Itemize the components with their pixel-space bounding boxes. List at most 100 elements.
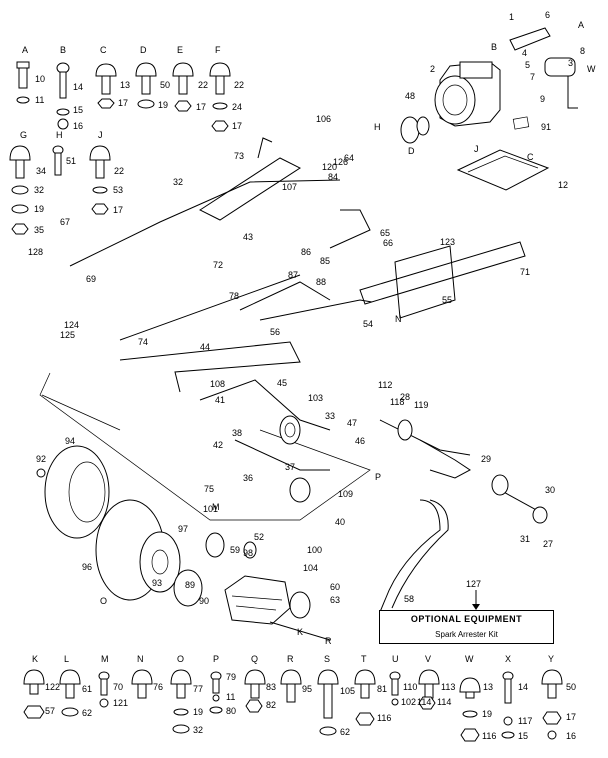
hex-nut-icon: [23, 705, 45, 719]
washer-icon: [501, 731, 515, 739]
hw-letter-L: L: [64, 654, 69, 664]
control-rod-icon: [69, 179, 341, 267]
washer-icon: [11, 185, 29, 195]
control-rod-icon: [239, 281, 331, 311]
callout: 126: [333, 157, 348, 167]
clutch-link-icon: [379, 419, 471, 456]
hw-part: 83: [266, 682, 276, 692]
callout: 109: [338, 489, 353, 499]
callout: 58: [404, 594, 414, 604]
washer-icon: [173, 708, 189, 716]
callout: N: [395, 314, 402, 324]
callout: R: [325, 636, 332, 646]
callout: 29: [481, 454, 491, 464]
callout: W: [587, 64, 596, 74]
muffler-icon: [544, 57, 576, 77]
hw-part: 70: [113, 682, 123, 692]
exhaust-tube-icon: [509, 27, 551, 51]
callout: 88: [316, 277, 326, 287]
callout: A: [578, 20, 584, 30]
pulley-icon: [532, 506, 548, 524]
hw-letter-T: T: [361, 654, 367, 664]
bolt-shank-icon: [465, 691, 475, 699]
pulley-icon: [397, 419, 413, 441]
callout: 6: [545, 10, 550, 20]
hw-part: 17: [196, 102, 206, 112]
bolt-shank-icon: [18, 67, 28, 89]
callout: 96: [82, 562, 92, 572]
frame-outline: [39, 372, 371, 521]
hex-nut-icon: [174, 100, 192, 112]
hw-letter-H: H: [56, 130, 63, 140]
hw-part: 14: [518, 682, 528, 692]
lock-washer-icon: [503, 716, 513, 726]
pulley-icon: [289, 591, 311, 619]
carriage-bolt-head-icon: [459, 677, 481, 693]
bolt-shank-icon: [100, 678, 108, 696]
hw-part: 77: [193, 684, 203, 694]
engine-assembly: [400, 27, 578, 191]
hw-part: 81: [377, 684, 387, 694]
hw-part: 50: [566, 682, 576, 692]
callout: 98: [243, 548, 253, 558]
bolt-shank-icon: [59, 71, 67, 99]
washer-icon: [137, 99, 155, 109]
bolt-shank-icon: [15, 159, 25, 179]
hw-part: 82: [266, 700, 276, 710]
hw-part: 116: [482, 731, 496, 741]
bracket-icon: [198, 157, 302, 221]
hw-part: 16: [566, 731, 576, 741]
flywheel-housing-icon: [434, 75, 476, 125]
washer-icon: [212, 102, 228, 110]
washer-icon: [462, 710, 478, 718]
hex-nut-icon: [245, 699, 263, 713]
callout: 108: [210, 379, 225, 389]
hw-letter-S: S: [324, 654, 330, 664]
callout: 41: [215, 395, 225, 405]
bolt-shank-icon: [360, 683, 370, 699]
idler-bracket-icon: [419, 439, 471, 479]
callout: 55: [442, 295, 452, 305]
wheels: [36, 445, 203, 607]
hw-part: 32: [34, 185, 44, 195]
carriage-bolt-head-icon: [95, 63, 117, 77]
hw-letter-C: C: [100, 45, 107, 55]
hw-part: 80: [226, 706, 236, 716]
callout: 103: [308, 393, 323, 403]
hw-letter-X: X: [505, 654, 511, 664]
hw-letter-F: F: [215, 45, 221, 55]
hex-nut-icon: [418, 696, 436, 710]
shaft-icon: [499, 489, 541, 513]
hw-part: 57: [45, 706, 55, 716]
hw-part: 13: [120, 80, 130, 90]
carriage-bolt-head-icon: [9, 145, 31, 161]
callout: 46: [355, 436, 365, 446]
callout: 106: [316, 114, 331, 124]
hw-part: 15: [73, 105, 83, 115]
hw-part: 76: [153, 682, 163, 692]
hw-part: 35: [34, 225, 44, 235]
bolt-icon: [16, 61, 30, 69]
callout: 123: [440, 237, 455, 247]
spark-arrester-kit-label: Spark Arrester Kit: [435, 630, 498, 639]
spring-icon: [257, 137, 273, 159]
hw-part: 61: [82, 684, 92, 694]
carriage-bolt-head-icon: [135, 62, 157, 77]
pulley-icon: [279, 415, 301, 445]
hw-letter-J: J: [98, 130, 103, 140]
bolt-shank-icon: [424, 683, 434, 699]
callout: H: [374, 122, 381, 132]
hw-letter-G: G: [20, 130, 27, 140]
callout: 63: [330, 595, 340, 605]
hw-part: 105: [340, 686, 355, 696]
callout: 30: [545, 485, 555, 495]
clutch-link-icon: [234, 439, 330, 471]
callout: 97: [178, 524, 188, 534]
callout: 9: [540, 94, 545, 104]
washer-icon: [391, 698, 399, 706]
hw-letter-M: M: [101, 654, 109, 664]
callout: 119: [414, 400, 428, 410]
hw-letter-P: P: [213, 654, 219, 664]
hw-letter-W: W: [465, 654, 474, 664]
bolt-shank-icon: [178, 75, 188, 95]
